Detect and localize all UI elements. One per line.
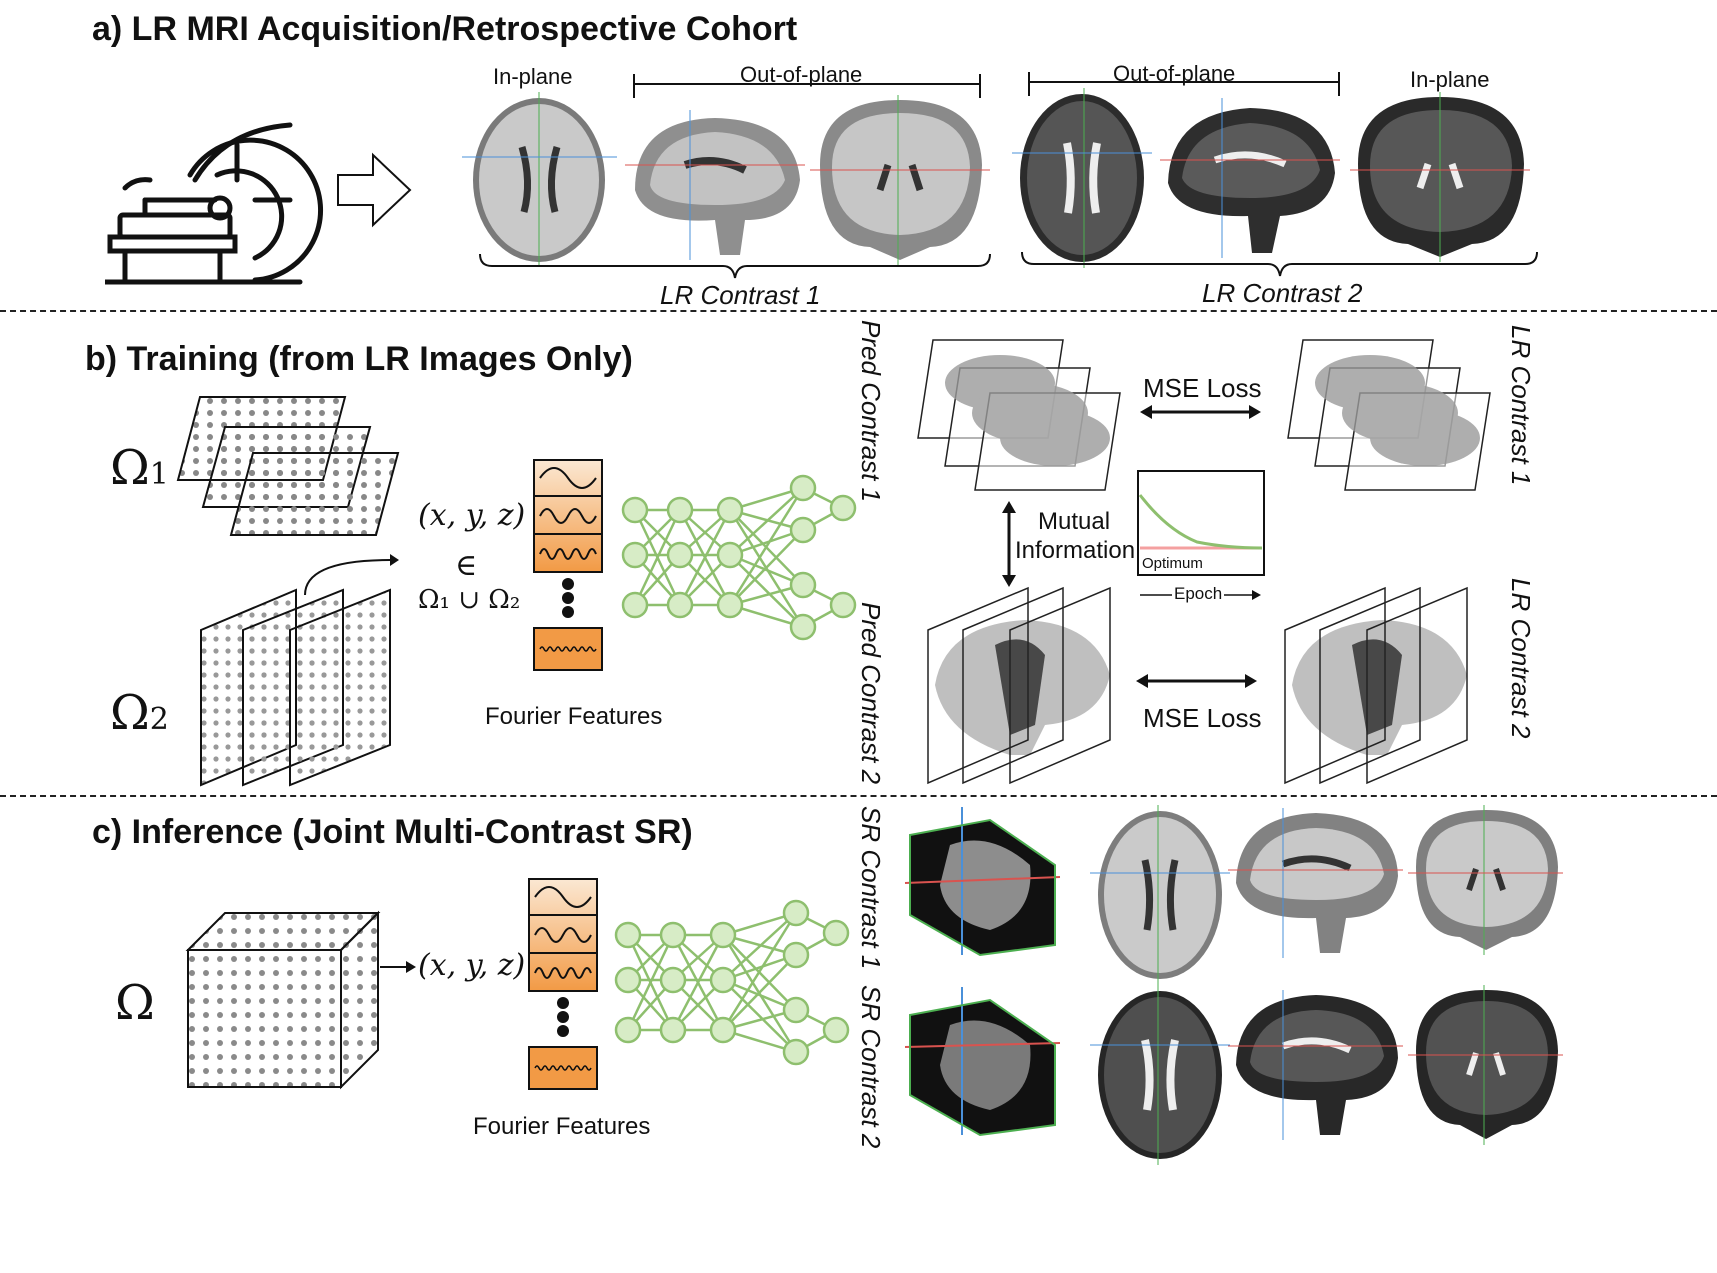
sr-contrast1-3d-render [904,807,1061,957]
mse-loss-bottom-arrow [1136,674,1257,688]
sr-contrast1-axial-image [1090,805,1230,985]
element-of-symbol: ∈ [455,548,478,583]
omega1-symbol: Ω1 [110,440,169,496]
contrast1-outofplane-bracket [633,74,981,98]
mri-scanner-icon [105,122,323,285]
section-b-title: b) Training (from LR Images Only) [85,340,633,378]
contrast1-inplane-label: In-plane [493,64,573,89]
sr-contrast2-coronal-image [1408,985,1563,1145]
optimum-label: Optimum [1142,555,1203,572]
merge-arrow-icon [304,554,399,596]
omega1-sampling-planes [176,396,400,536]
sr-contrast2-3d-render [904,987,1061,1137]
loss-curve-inset: Optimum [1137,470,1265,576]
pred-contrast1-planes [917,339,1121,491]
sampling-cube [185,910,381,1090]
sr-contrast1-sagittal-image [1228,808,1403,958]
pred-contrast2-label: Pred Contrast 2 [856,602,886,785]
contrast2-caption-brace [1021,251,1538,277]
neural-network-c [614,899,850,1066]
mutual-information-label-line2: Information [1015,537,1136,564]
mse-loss-top-arrow [1140,405,1261,419]
fourier-features-label-c: Fourier Features [473,1113,651,1140]
lr-contrast2-caption: LR Contrast 2 [1202,278,1363,308]
lr-contrast2-planes [1284,586,1468,785]
lr-contrast1-axial-image [462,92,617,267]
section-divider-2 [0,795,1717,797]
omega2-symbol: Ω2 [110,685,169,741]
lr-contrast2-coronal-image [1350,92,1530,262]
lr-contrast1-vertical-label: LR Contrast 1 [1506,325,1536,486]
sr-contrast2-label: SR Contrast 2 [856,985,886,1149]
sr-contrast1-coronal-image [1408,805,1563,955]
lr-contrast1-sagittal-image [625,110,805,260]
inference-coordinates-label: (x, y, z) [418,948,526,983]
mutual-information-arrow [1002,501,1016,587]
lr-contrast1-planes [1287,339,1491,491]
mutual-information-label-line1: Mutual [1038,508,1111,535]
sr-contrast1-label: SR Contrast 1 [856,806,886,970]
sr-contrast2-sagittal-image [1228,990,1403,1140]
pred-contrast2-planes [927,586,1111,785]
fourier-features-label-b: Fourier Features [485,703,663,730]
coordinates-label: (x, y, z) [418,498,526,533]
lr-contrast1-coronal-image [810,95,990,265]
contrast1-outofplane-label: Out-of-plane [740,62,863,87]
neural-network-b [621,474,857,641]
epoch-axis: Epoch [1140,584,1262,606]
omega2-sampling-planes [200,588,391,787]
hollow-arrow-icon [337,152,412,228]
pred-contrast1-label: Pred Contrast 1 [856,320,886,503]
lr-contrast2-sagittal-image [1160,98,1340,258]
contrast2-outofplane-bracket [1028,72,1340,96]
contrast2-inplane-label: In-plane [1410,67,1490,92]
lr-contrast1-caption: LR Contrast 1 [660,280,821,310]
mse-loss-bottom-label: MSE Loss [1143,703,1262,733]
mse-loss-top-label: MSE Loss [1143,373,1262,403]
sr-contrast2-axial-image [1090,985,1230,1165]
section-divider-1 [0,310,1717,312]
fourier-features-column-c [528,878,598,1090]
fourier-features-column-b [533,459,603,671]
section-c-title: c) Inference (Joint Multi-Contrast SR) [92,813,693,851]
cube-to-coords-arrow [380,961,416,973]
lr-contrast2-vertical-label: LR Contrast 2 [1506,578,1536,739]
epoch-label: Epoch [1172,584,1225,604]
omega-symbol: Ω [115,975,155,1031]
section-a-title: a) LR MRI Acquisition/Retrospective Coho… [92,10,798,48]
contrast1-caption-brace [479,253,991,279]
union-domain-label: Ω₁ ∪ Ω₂ [418,585,521,615]
lr-contrast2-axial-image [1012,88,1152,268]
